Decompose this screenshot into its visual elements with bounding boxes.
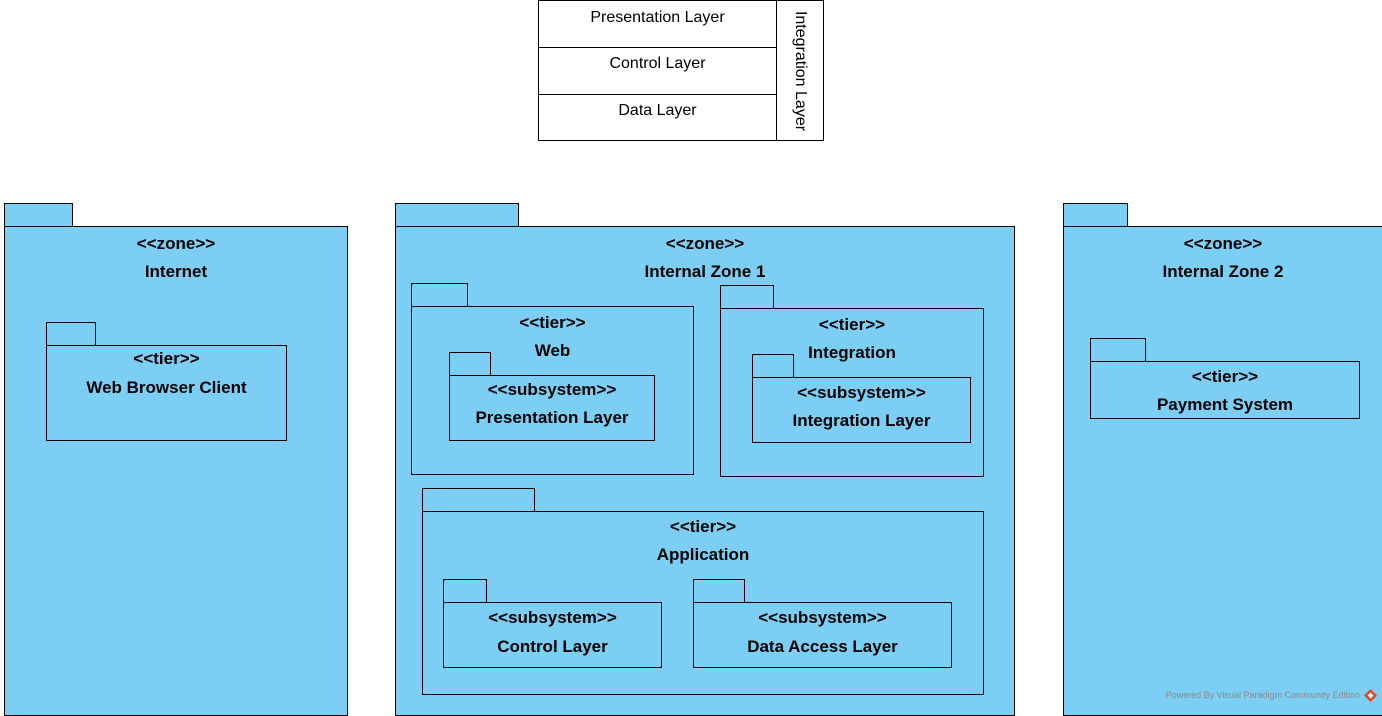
legend-integration-column: Integration Layer [777, 1, 824, 141]
zone-internal-2-stereotype: <<zone>> [1183, 234, 1263, 253]
subsystem-control-layer-tab [443, 579, 487, 604]
tier-web-browser-client-name: Web Browser Client [86, 378, 247, 397]
subsystem-data-access-layer-name: Data Access Layer [747, 637, 898, 656]
subsystem-integration-layer-tab [752, 354, 794, 379]
legend-presentation-layer: Presentation Layer [539, 1, 777, 48]
tier-payment-system-stereotype: <<tier>> [1191, 367, 1259, 386]
tier-web-browser-client-tab [46, 322, 96, 347]
subsystem-integration-layer-body: <<subsystem>> Integration Layer [752, 377, 971, 443]
zone-internal-1-tab [395, 203, 519, 227]
watermark-text: Powered By Visual Paradigm Community Edi… [1165, 690, 1360, 700]
zone-internet-name: Internet [144, 262, 208, 281]
tier-integration-stereotype: <<tier>> [818, 315, 886, 334]
tier-application-name: Application [656, 545, 750, 564]
tier-payment-system-body: <<tier>> Payment System [1090, 361, 1360, 419]
zone-internal-2-name: Internal Zone 2 [1162, 262, 1284, 281]
subsystem-presentation-layer-stereotype: <<subsystem>> [487, 380, 617, 399]
legend-control-layer: Control Layer [539, 48, 777, 95]
subsystem-control-layer-body: <<subsystem>> Control Layer [443, 602, 662, 668]
tier-integration-tab [720, 285, 774, 310]
tier-web-stereotype: <<tier>> [519, 313, 586, 332]
subsystem-control-layer-stereotype: <<subsystem>> [488, 608, 617, 627]
zone-internal-1-stereotype: <<zone>> [665, 234, 745, 253]
subsystem-data-access-layer-tab [693, 579, 745, 604]
tier-application-stereotype: <<tier>> [669, 517, 737, 536]
legend-integration-layer: Integration Layer [792, 10, 810, 132]
subsystem-data-access-layer-body: <<subsystem>> Data Access Layer [693, 602, 952, 668]
tier-payment-system-tab [1090, 338, 1146, 363]
subsystem-presentation-layer-name: Presentation Layer [475, 408, 629, 427]
subsystem-presentation-layer-tab [449, 352, 491, 377]
subsystem-integration-layer-stereotype: <<subsystem>> [797, 383, 926, 402]
zone-internet-tab [4, 203, 73, 227]
subsystem-integration-layer-name: Integration Layer [792, 411, 931, 430]
layer-legend: Presentation Layer Control Layer Data La… [538, 0, 824, 141]
zone-internal-1-name: Internal Zone 1 [644, 262, 766, 281]
tier-application-tab [422, 488, 535, 513]
subsystem-control-layer-name: Control Layer [497, 637, 608, 656]
legend-data-layer: Data Layer [539, 95, 777, 141]
zone-internal-2-body: <<zone>> Internal Zone 2 [1063, 226, 1382, 716]
tier-web-tab [411, 283, 468, 308]
zone-internet-stereotype: <<zone>> [136, 234, 216, 253]
tier-web-name: Web [534, 341, 571, 360]
zone-internet-body: <<zone>> Internet [4, 226, 348, 716]
zone-internal-2-tab [1063, 203, 1128, 227]
subsystem-presentation-layer-body: <<subsystem>> Presentation Layer [449, 375, 655, 441]
tier-web-browser-client-stereotype: <<tier>> [133, 349, 200, 368]
tier-web-browser-client-body: <<tier>> Web Browser Client [46, 345, 287, 441]
visual-paradigm-logo-icon [1364, 689, 1377, 702]
subsystem-data-access-layer-stereotype: <<subsystem>> [758, 608, 887, 627]
tier-payment-system-name: Payment System [1156, 395, 1294, 414]
tier-integration-name: Integration [808, 343, 896, 362]
